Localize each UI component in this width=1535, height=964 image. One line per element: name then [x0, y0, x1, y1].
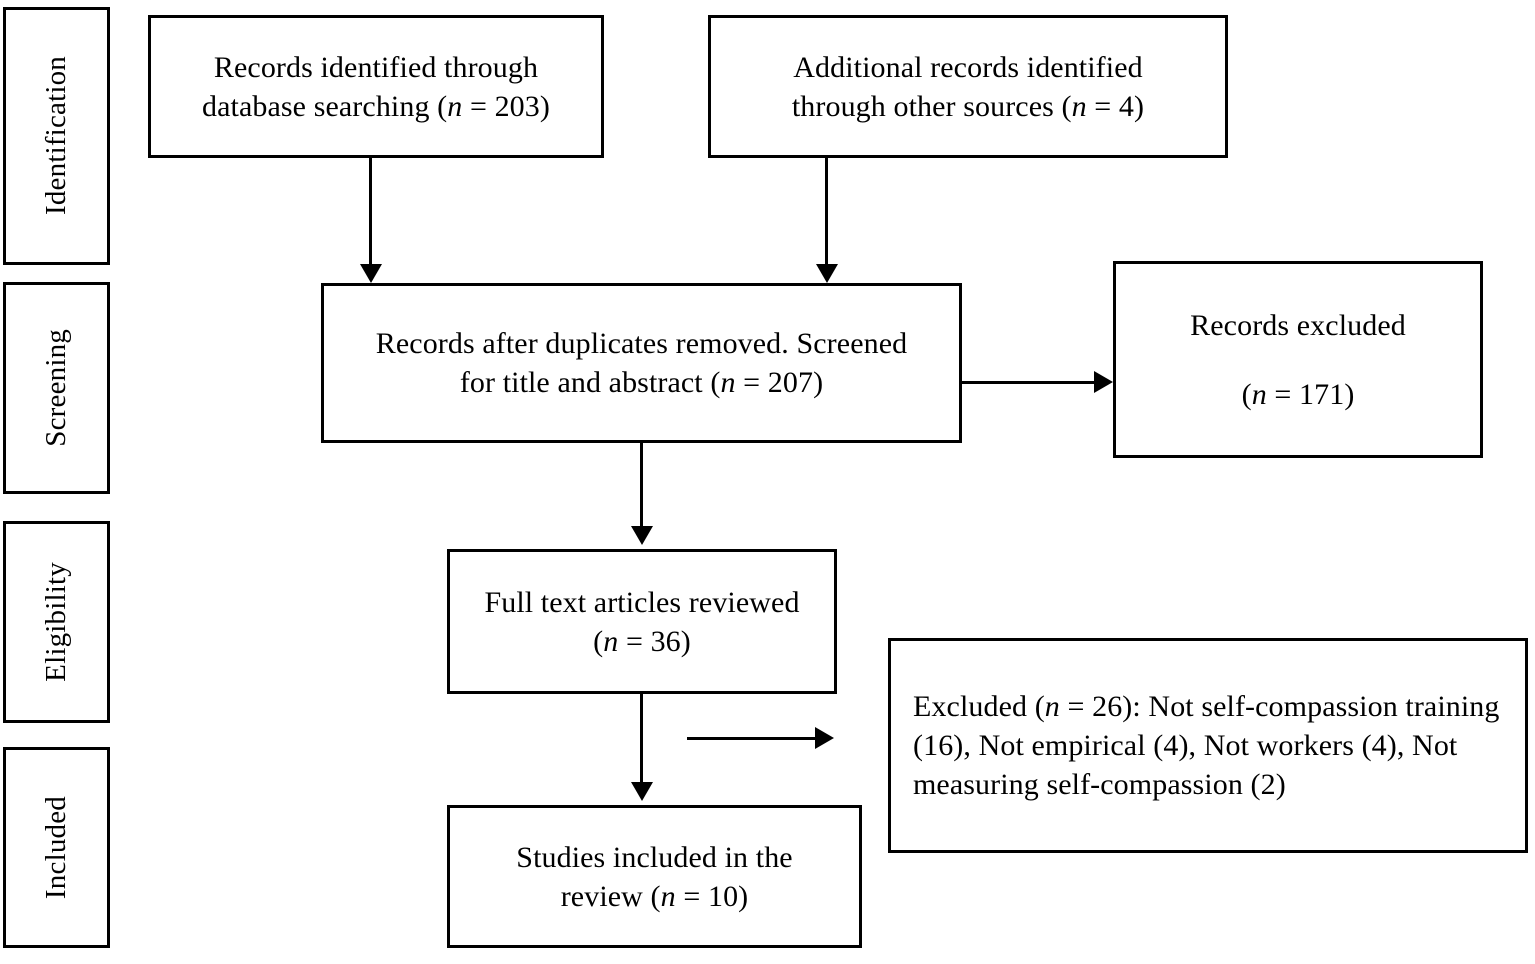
node-records-identified-database: Records identified through database sear…	[148, 15, 604, 158]
records-screened-line2-post: = 207)	[735, 366, 824, 399]
connector-other-sources-to-screened	[825, 158, 828, 268]
node-fulltext-excluded-reasons: Excluded (n = 26): Not self-compassion t…	[888, 638, 1528, 853]
connector-fulltext-to-included	[640, 694, 643, 786]
connector-screened-to-excluded	[962, 381, 1098, 384]
stage-label-eligibility: Eligibility	[40, 562, 72, 682]
records-database-line2-post: = 203)	[462, 89, 550, 123]
studies-included-n-symbol: n	[660, 879, 676, 913]
records-screened-line1: Records after duplicates removed. Screen…	[375, 327, 908, 360]
records-other-line1: Additional records identified	[793, 50, 1143, 84]
fulltext-reviewed-line2-pre: (	[593, 624, 604, 658]
records-excluded-line2-pre: (	[1241, 377, 1252, 411]
node-records-after-duplicates-screened: Records after duplicates removed. Screen…	[321, 283, 962, 443]
records-other-line2-post: = 4)	[1086, 89, 1145, 123]
stage-box-identification: Identification	[3, 7, 110, 265]
connector-screened-to-fulltext	[640, 443, 643, 530]
records-excluded-line2-post: = 171)	[1266, 377, 1355, 411]
node-records-excluded: Records excluded (n = 171)	[1113, 261, 1483, 458]
stage-box-eligibility: Eligibility	[3, 521, 110, 723]
stage-label-identification: Identification	[40, 56, 72, 216]
stage-box-screening: Screening	[3, 282, 110, 494]
studies-included-line2-post: = 10)	[675, 879, 749, 913]
fulltext-reviewed-line1: Full text articles reviewed	[484, 585, 800, 619]
records-other-n-symbol: n	[1071, 89, 1087, 123]
stage-box-included: Included	[3, 747, 110, 948]
connector-fulltext-to-excluded-reasons	[687, 737, 819, 740]
arrowhead-fulltext-to-excluded-reasons	[815, 727, 834, 749]
arrowhead-screened-to-excluded	[1094, 371, 1113, 393]
records-screened-n-symbol: n	[720, 366, 736, 399]
records-screened-line2-pre: for title and abstract (	[459, 366, 721, 399]
stage-label-screening: Screening	[40, 329, 72, 447]
node-additional-records-other-sources: Additional records identified through ot…	[708, 15, 1228, 158]
fulltext-reviewed-n-symbol: n	[603, 624, 619, 658]
node-fulltext-articles-reviewed: Full text articles reviewed (n = 36)	[447, 549, 837, 694]
arrowhead-fulltext-to-included	[631, 782, 653, 801]
arrowhead-screened-to-fulltext	[631, 526, 653, 545]
studies-included-line1: Studies included in the	[516, 840, 793, 874]
records-database-line1: Records identified through	[213, 50, 539, 84]
fulltext-reviewed-line2-post: = 36)	[618, 624, 691, 658]
records-database-line2-pre: database searching (	[202, 89, 448, 123]
stage-label-included: Included	[40, 795, 72, 900]
studies-included-line2-pre: review (	[560, 879, 661, 913]
arrowhead-database-to-screened	[360, 264, 382, 283]
records-database-n-symbol: n	[447, 89, 463, 123]
records-excluded-n-symbol: n	[1251, 377, 1267, 411]
fulltext-excluded-post: = 26): Not self-compassion training (16)…	[913, 690, 1500, 801]
fulltext-excluded-n-symbol: n	[1044, 690, 1060, 723]
records-excluded-line1: Records excluded	[1190, 308, 1406, 342]
node-studies-included: Studies included in the review (n = 10)	[447, 805, 862, 948]
fulltext-excluded-pre: Excluded (	[913, 690, 1045, 723]
connector-database-to-screened	[369, 158, 372, 268]
records-other-line2-pre: through other sources (	[791, 89, 1072, 123]
arrowhead-other-sources-to-screened	[816, 264, 838, 283]
